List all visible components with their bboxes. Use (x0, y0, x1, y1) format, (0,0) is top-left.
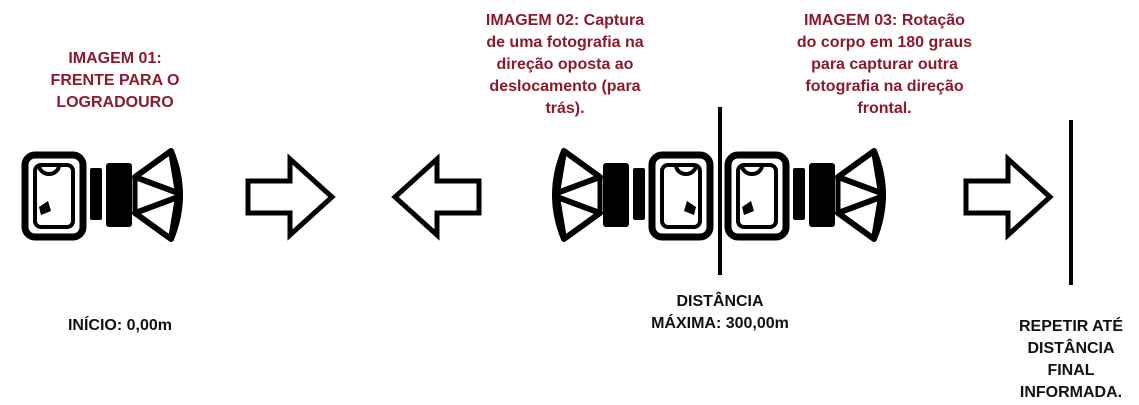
caption-image03: IMAGEM 03: Rotação do corpo em 180 graus… (772, 10, 997, 120)
caption-line: trás). (545, 100, 585, 117)
arrow-right-icon (966, 159, 1050, 235)
caption-line: IMAGEM 03: Rotação (804, 12, 965, 29)
camera-front-icon (25, 151, 180, 239)
caption-line: FRENTE PARA O (50, 72, 180, 89)
caption-image01: IMAGEM 01: FRENTE PARA O LOGRADOURO (30, 48, 200, 114)
arrow-right-icon (248, 159, 332, 235)
repeat-label: REPETIR ATÉ DISTÂNCIA FINAL INFORMADA. (1007, 316, 1135, 404)
caption-line: LOGRADOURO (56, 94, 174, 111)
max-distance-label: DISTÂNCIA MÁXIMA: 300,00m (625, 291, 815, 335)
marker-line: REPETIR ATÉ (1018, 318, 1123, 335)
caption-line: IMAGEM 02: Captura (485, 12, 645, 29)
caption-line: fotografia na direção (805, 78, 964, 95)
marker-line: DISTÂNCIA (1027, 340, 1115, 357)
marker-line: FINAL (1047, 362, 1095, 379)
caption-line: de uma fotografia na (486, 34, 644, 51)
caption-line: deslocamento (para (489, 78, 641, 95)
caption-line: do corpo em 180 graus (796, 34, 973, 51)
camera-front-icon (728, 151, 883, 239)
marker-line: MÁXIMA: 300,00m (651, 315, 789, 332)
caption-line: direção oposta ao (496, 56, 634, 73)
start-marker-label: INÍCIO: 0,00m (35, 315, 205, 337)
caption-line: IMAGEM 01: (68, 50, 162, 67)
marker-line: INÍCIO: 0,00m (67, 317, 173, 334)
caption-line: para capturar outra (811, 56, 958, 73)
camera-back-icon (555, 151, 710, 239)
caption-line: frontal. (857, 100, 912, 117)
caption-image02: IMAGEM 02: Captura de uma fotografia na … (455, 10, 675, 120)
marker-line: DISTÂNCIA (676, 293, 764, 310)
marker-line: INFORMADA. (1019, 384, 1123, 401)
arrow-left-icon (395, 159, 479, 235)
